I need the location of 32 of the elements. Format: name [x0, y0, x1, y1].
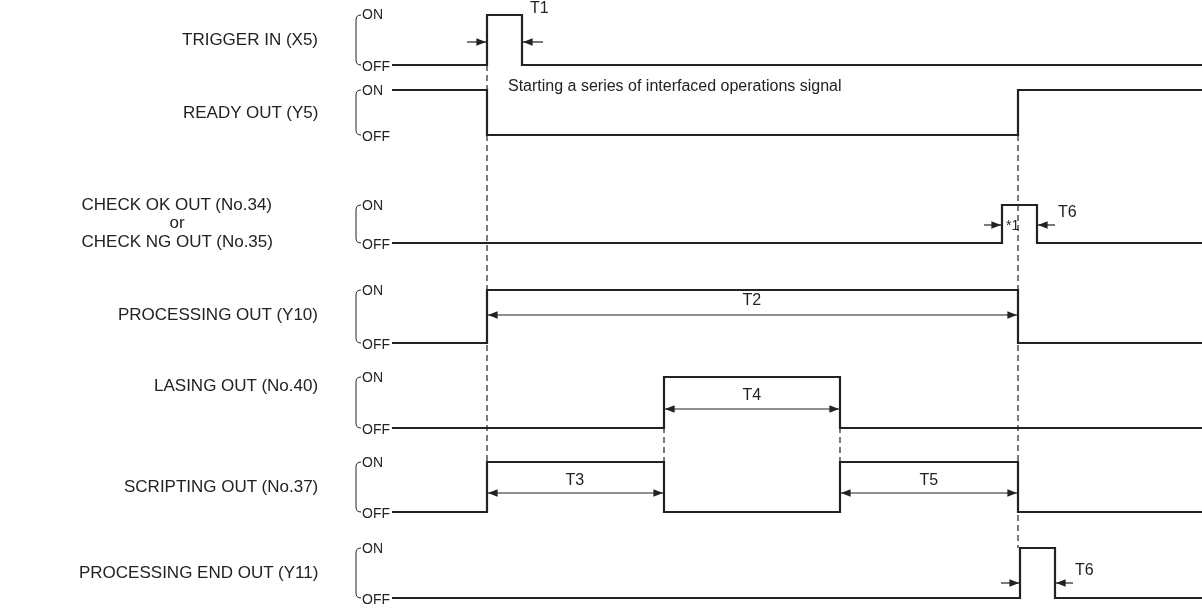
signal-name: PROCESSING END OUT (Y11) [79, 564, 319, 582]
time-label: T6 [1075, 561, 1094, 579]
time-label: T2 [742, 291, 762, 309]
time-label: T4 [742, 386, 762, 404]
level-label: ON [362, 5, 383, 23]
level-label: ON [362, 196, 383, 214]
signal-name: PROCESSING OUT (Y10) [118, 306, 318, 324]
note-text: Starting a series of interfaced operations signal [508, 77, 842, 95]
level-label: OFF [362, 57, 390, 75]
time-label: T6 [1058, 203, 1077, 221]
footnote-mark: *1 [1006, 216, 1020, 234]
time-label: T1 [530, 0, 549, 17]
signal-name: CHECK NG OUT (No.35) [81, 233, 273, 251]
level-label: ON [362, 368, 383, 386]
level-label: ON [362, 81, 383, 99]
level-label: ON [362, 453, 383, 471]
signal-name: CHECK OK OUT (No.34) [81, 196, 272, 214]
signal-name: TRIGGER IN (X5) [182, 31, 318, 49]
signal-name: SCRIPTING OUT (No.37) [124, 478, 319, 496]
level-label: OFF [362, 504, 390, 522]
level-label: OFF [362, 127, 390, 145]
signal-name: LASING OUT (No.40) [154, 377, 319, 395]
time-label: T5 [919, 471, 939, 489]
level-label: OFF [362, 590, 390, 608]
level-label: ON [362, 539, 383, 557]
signal-name: or [169, 214, 185, 232]
level-label: ON [362, 281, 383, 299]
level-label: OFF [362, 235, 390, 253]
level-label: OFF [362, 420, 390, 438]
time-label: T3 [565, 471, 585, 489]
signal-name: READY OUT (Y5) [183, 104, 319, 122]
level-label: OFF [362, 335, 390, 353]
